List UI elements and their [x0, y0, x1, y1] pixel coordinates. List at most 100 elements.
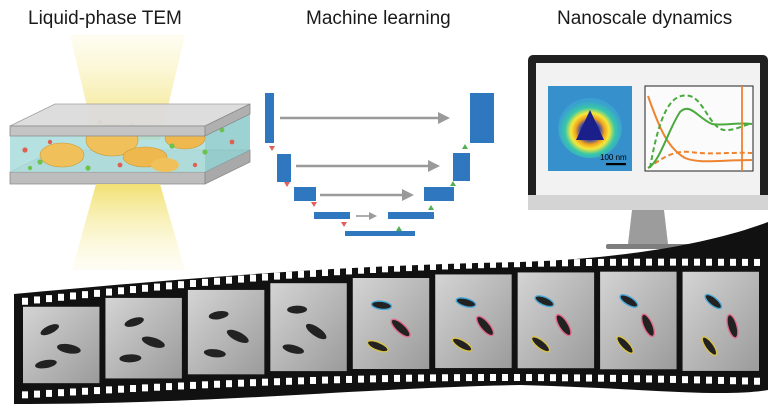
electron-beam-lower — [72, 184, 185, 270]
perforation-hole — [610, 258, 616, 266]
perforation-hole — [610, 374, 616, 382]
perforation-hole — [94, 387, 100, 395]
perforation-hole — [166, 383, 172, 391]
perforation-hole — [178, 382, 184, 390]
perforation-hole — [202, 278, 208, 286]
perforation-hole — [502, 260, 508, 268]
film-frames — [23, 271, 759, 384]
perforation-hole — [742, 258, 748, 266]
perforation-hole — [46, 295, 52, 303]
plot-curve-green-solid — [647, 107, 753, 169]
perforation-hole — [142, 384, 148, 392]
film-frame — [682, 271, 759, 371]
perforation-hole — [622, 258, 628, 266]
plot-curve-green-dashed — [649, 94, 753, 169]
monitor: 100 nm — [528, 55, 768, 249]
perforation-hole — [574, 374, 580, 382]
perforation-hole — [214, 380, 220, 388]
perforation-hole — [130, 385, 136, 393]
perforation-hole — [526, 374, 532, 382]
perforation-hole — [370, 375, 376, 383]
upsample-marker — [428, 205, 434, 210]
film-frame — [517, 272, 595, 369]
perforation-hole — [526, 259, 532, 267]
perforation-hole — [442, 374, 448, 382]
perforation-hole — [58, 293, 64, 301]
perforation-hole — [22, 391, 28, 399]
perforation-hole — [142, 284, 148, 292]
encoder-block — [265, 93, 274, 143]
perforation-hole — [430, 374, 436, 382]
perforation-hole — [646, 375, 652, 383]
scale-bar-label: 100 nm — [600, 153, 627, 162]
perforation-hole — [562, 259, 568, 267]
perforation-hole — [538, 374, 544, 382]
perforation-hole — [166, 282, 172, 290]
perforation-hole — [430, 262, 436, 270]
perforation-hole — [442, 262, 448, 270]
perforation-hole — [262, 273, 268, 281]
scale-bar — [606, 163, 626, 166]
perforation-hole — [670, 258, 676, 266]
perforation-hole — [358, 266, 364, 274]
perforation-hole — [730, 258, 736, 266]
perforation-hole — [190, 381, 196, 389]
film-frame — [600, 271, 677, 370]
perforation-hole — [286, 377, 292, 385]
downsample-marker — [269, 146, 275, 151]
perforation-hole — [130, 286, 136, 294]
perforation-hole — [346, 267, 352, 275]
perforation-hole — [382, 265, 388, 273]
perforation-hole — [406, 264, 412, 272]
perforation-hole — [238, 275, 244, 283]
perforation-hole — [550, 374, 556, 382]
perforation-hole — [646, 258, 652, 266]
film-frame — [352, 278, 430, 369]
heading-nanoscale-dynamics: Nanoscale dynamics — [557, 8, 733, 29]
perforation-hole — [226, 276, 232, 284]
perforation-hole — [286, 271, 292, 279]
perforation-hole — [322, 376, 328, 384]
perforation-hole — [274, 272, 280, 280]
perforation-hole — [94, 289, 100, 297]
downsample-marker — [311, 202, 317, 207]
perforation-hole — [454, 374, 460, 382]
perforation-hole — [250, 379, 256, 387]
perforation-hole — [622, 375, 628, 383]
perforation-hole — [154, 283, 160, 291]
perforation-hole — [730, 377, 736, 385]
perforation-hole — [478, 261, 484, 269]
perforation-hole — [658, 258, 664, 266]
perforation-hole — [550, 259, 556, 267]
perforation-hole — [106, 386, 112, 394]
perforation-hole — [418, 263, 424, 271]
perforation-hole — [574, 259, 580, 267]
perforation-hole — [742, 377, 748, 385]
perforation-hole — [658, 375, 664, 383]
perforation-hole — [274, 378, 280, 386]
perforation-hole — [370, 265, 376, 273]
downsample-marker — [341, 222, 347, 227]
perforation-hole — [502, 373, 508, 381]
perforation-hole — [598, 258, 604, 266]
perforation-hole — [214, 277, 220, 285]
perforation-hole — [70, 292, 76, 300]
perforation-hole — [70, 388, 76, 396]
perforation-hole — [82, 291, 88, 299]
encoder-block — [314, 212, 350, 219]
decoder-block — [470, 93, 494, 143]
perforation-hole — [586, 374, 592, 382]
film-frame — [105, 297, 182, 379]
heading-machine-learning: Machine learning — [306, 8, 451, 29]
perforation-hole — [310, 376, 316, 384]
perforation-hole — [694, 376, 700, 384]
perforation-hole — [754, 258, 760, 266]
perforation-hole — [598, 374, 604, 382]
film-perforations — [22, 258, 760, 399]
perforation-hole — [634, 258, 640, 266]
perforation-hole — [298, 270, 304, 278]
perforation-hole — [490, 260, 496, 268]
perforation-hole — [34, 296, 40, 304]
decoder-block — [388, 212, 434, 219]
